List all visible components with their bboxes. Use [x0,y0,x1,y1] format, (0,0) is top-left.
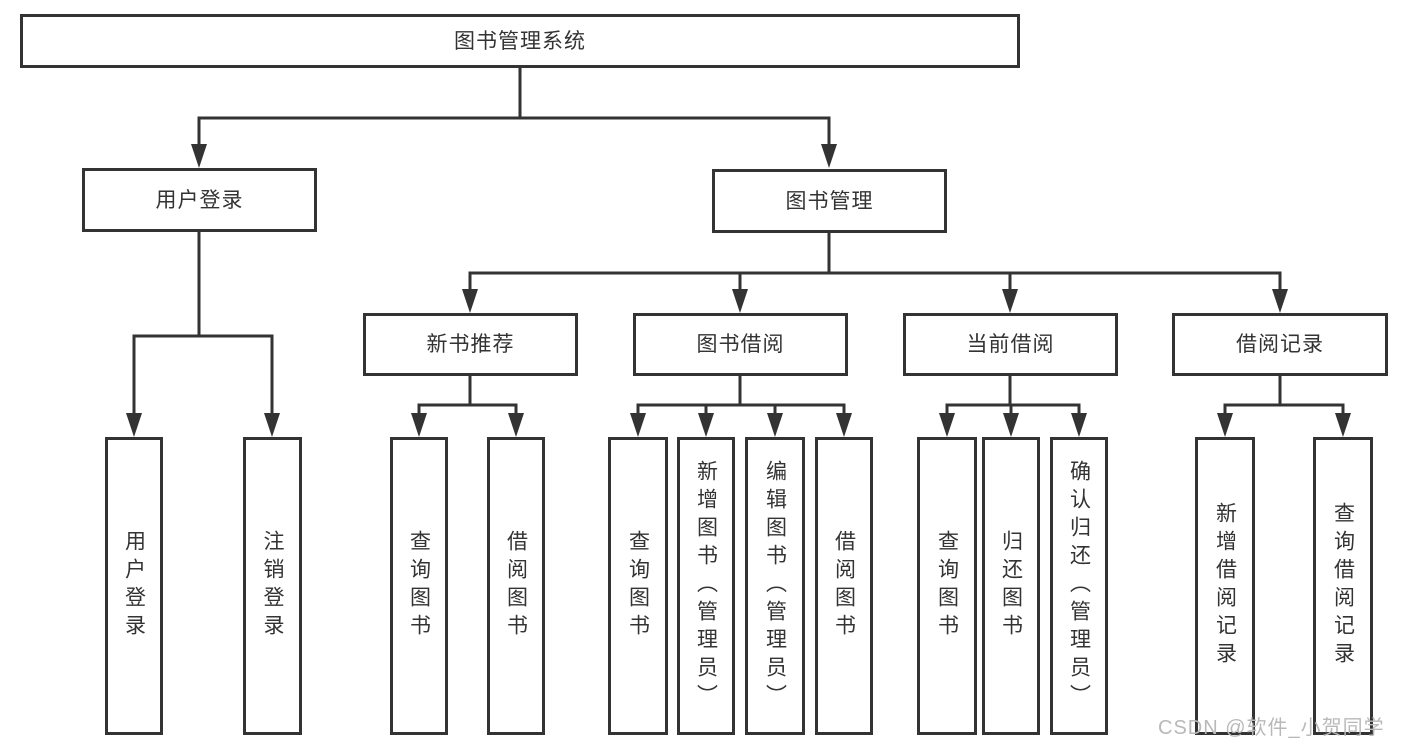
leaf-query-books-borrowing: 查询图书 [608,437,668,735]
leaf-query-borrow-record: 查询借阅记录 [1313,437,1373,735]
node-new-book-recommendation: 新书推荐 [363,313,578,376]
node-new-book-recommendation-label: 新书推荐 [426,333,515,356]
leaf-add-books-admin: 新增图书（管理员） [677,437,735,735]
watermark: CSDN @软件_小贺同学 [1158,717,1385,739]
leaf-borrow-books-borrowing: 借阅图书 [815,437,873,735]
node-book-management-label: 图书管理 [785,189,874,213]
leaf-borrow-books-recommend: 借阅图书 [487,437,545,735]
leaf-query-borrow-record-label: 查询借阅记录 [1331,502,1355,670]
leaf-query-books-recommend: 查询图书 [390,437,448,735]
leaf-borrow-books-recommend-label: 借阅图书 [504,530,528,642]
node-user-login-label: 用户登录 [155,188,244,212]
node-user-login: 用户登录 [82,168,317,232]
leaf-logout: 注销登录 [243,437,302,735]
leaf-confirm-return-admin: 确认归还（管理员） [1050,437,1108,735]
node-borrowing-records: 借阅记录 [1172,313,1388,376]
node-borrowing-records-label: 借阅记录 [1236,333,1324,356]
leaf-return-books: 归还图书 [982,437,1040,735]
node-book-management: 图书管理 [712,169,947,233]
leaf-add-borrow-record: 新增借阅记录 [1195,437,1255,735]
leaf-confirm-return-admin-label: 确认归还（管理员） [1067,460,1091,712]
leaf-query-books-borrowing-label: 查询图书 [626,530,650,642]
leaf-logout-label: 注销登录 [261,530,284,642]
leaf-user-login: 用户登录 [105,437,163,735]
node-current-borrowing-label: 当前借阅 [966,333,1055,356]
leaf-return-books-label: 归还图书 [999,530,1023,642]
leaf-add-borrow-record-label: 新增借阅记录 [1213,502,1237,670]
leaf-add-books-admin-label: 新增图书（管理员） [694,460,718,712]
node-root-label: 图书管理系统 [454,29,586,53]
leaf-edit-books-admin-label: 编辑图书（管理员） [763,460,787,712]
node-book-borrowing: 图书借阅 [633,313,848,376]
leaf-edit-books-admin: 编辑图书（管理员） [745,437,805,735]
node-current-borrowing: 当前借阅 [903,313,1118,376]
leaf-borrow-books-borrowing-label: 借阅图书 [832,530,856,642]
node-book-borrowing-label: 图书借阅 [696,333,785,356]
leaf-query-books-current-label: 查询图书 [935,530,959,642]
leaf-query-books-current: 查询图书 [917,437,977,735]
leaf-user-login-label: 用户登录 [122,530,146,642]
node-root: 图书管理系统 [20,14,1020,68]
leaf-query-books-recommend-label: 查询图书 [407,530,431,642]
